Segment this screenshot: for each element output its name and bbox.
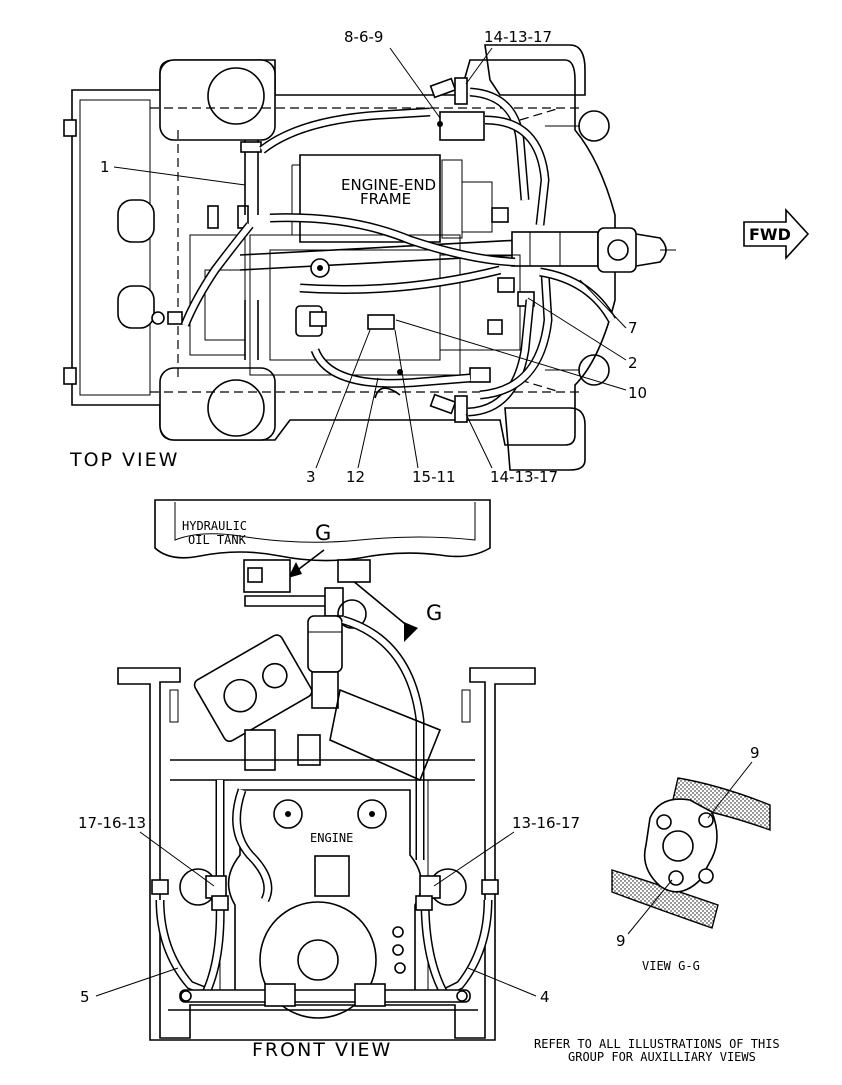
front-view-title: FRONT VIEW [252, 1039, 392, 1061]
callout-12: 12 [346, 468, 365, 486]
callout-9-bottom: 9 [616, 932, 626, 950]
callout-8-6-9: 8-6-9 [344, 28, 383, 46]
engine-end-frame [299, 154, 441, 243]
callout-17-16-13: 17-16-13 [78, 814, 146, 832]
engine-end-frame-label-1: ENGINE-END [341, 176, 436, 194]
callout-15-11: 15-11 [412, 468, 456, 486]
hydraulic-oil-tank [154, 499, 491, 562]
callout-5: 5 [80, 988, 90, 1006]
callout-9-top: 9 [750, 744, 760, 762]
section-g-side-label: G [426, 601, 442, 625]
top-view-callouts: 8-6-9 14-13-17 1 7 2 10 3 12 15-11 14-13… [100, 28, 647, 486]
section-g-arrows: G G [288, 521, 442, 642]
section-g-top-label: G [315, 521, 331, 545]
hydraulic-oil-tank-label-2: OIL TANK [188, 533, 247, 547]
front-frame [117, 667, 536, 1041]
hydraulic-oil-tank-label-1: HYDRAULIC [182, 519, 247, 533]
callout-3: 3 [306, 468, 316, 486]
note-line-1: REFER TO ALL ILLUSTRATIONS OF THIS [534, 1037, 780, 1051]
fwd-label: FWD [749, 225, 791, 244]
callout-13-16-17: 13-16-17 [512, 814, 580, 832]
callout-10: 10 [628, 384, 647, 402]
top-view-title: TOP VIEW [69, 449, 179, 471]
left-rear-tire [159, 367, 276, 441]
front-view: HYDRAULIC OIL TANK G G [117, 499, 536, 1041]
top-view [63, 44, 676, 471]
callout-14-13-17-bottom: 14-13-17 [490, 468, 558, 486]
engine-label: ENGINE [310, 831, 353, 845]
view-gg-label: VIEW G-G [642, 959, 700, 973]
engine-end-frame-label-2: FRAME [360, 190, 411, 208]
control-valve [511, 231, 599, 267]
callout-1: 1 [100, 158, 110, 176]
forward-direction-arrow: FWD [743, 207, 810, 261]
view-gg: 9 9 VIEW G-G [611, 744, 771, 973]
callout-4: 4 [540, 988, 550, 1006]
callout-14-13-17-top: 14-13-17 [484, 28, 552, 46]
note-line-2: GROUP FOR AUXILLIARY VIEWS [568, 1050, 756, 1064]
front-view-callouts: 17-16-13 5 13-16-17 4 [78, 814, 580, 1006]
callout-2: 2 [628, 354, 638, 372]
left-front-tire [159, 59, 276, 141]
callout-7: 7 [628, 319, 638, 337]
